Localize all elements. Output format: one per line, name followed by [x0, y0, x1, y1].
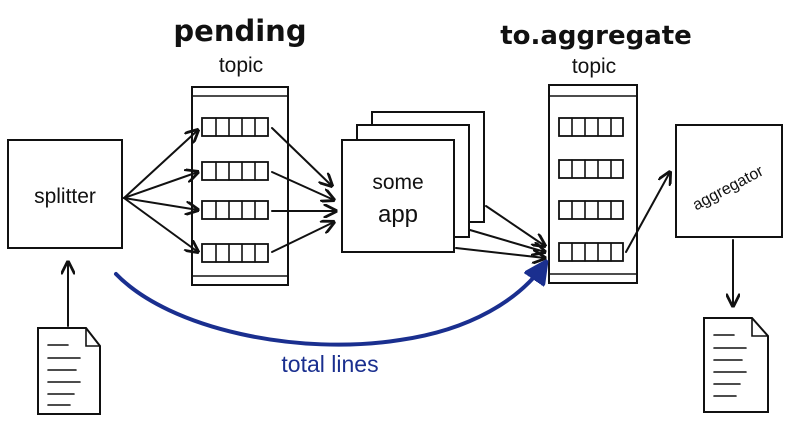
- aggregate-topic: [548, 84, 638, 284]
- aggregate-partition-3: [558, 242, 624, 262]
- pending-partition-1: [201, 161, 269, 181]
- pending-to-app-arrows: [271, 127, 336, 253]
- aggregate-partition-1: [558, 159, 624, 179]
- total-lines-arrow: [114, 262, 546, 347]
- splitter-node: splitter: [7, 139, 123, 249]
- arrow-aggregate-to-aggregator: [625, 172, 670, 253]
- aggregate-topic-title: to.aggregate: [500, 21, 692, 51]
- aggregate-partition-0: [558, 117, 624, 137]
- pending-topic: [191, 86, 289, 286]
- some-app-label-line1: some: [372, 171, 423, 194]
- app-to-aggregate-arrows: [455, 205, 545, 258]
- aggregate-topic-subtitle: topic: [572, 55, 616, 78]
- pending-topic-title: pending: [173, 14, 306, 48]
- pending-partition-2: [201, 200, 269, 220]
- some-app-node: some app: [341, 111, 485, 253]
- pending-topic-subtitle: topic: [219, 54, 263, 77]
- aggregate-partition-2: [558, 200, 624, 220]
- input-document-icon: [37, 327, 101, 415]
- splitter-fanout-arrows: [123, 130, 198, 252]
- splitter-label: splitter: [34, 185, 96, 208]
- some-app-label-line2: app: [378, 201, 418, 228]
- pending-topic-box: [191, 86, 289, 286]
- some-app-front-box: [341, 139, 455, 253]
- output-document-icon: [703, 317, 769, 413]
- aggregator-node: aggregator: [675, 124, 783, 238]
- splitter-box: [7, 139, 123, 249]
- pending-partition-3: [201, 243, 269, 263]
- total-lines-label: total lines: [281, 351, 378, 377]
- pending-partition-0: [201, 117, 269, 137]
- aggregator-box: [675, 124, 783, 238]
